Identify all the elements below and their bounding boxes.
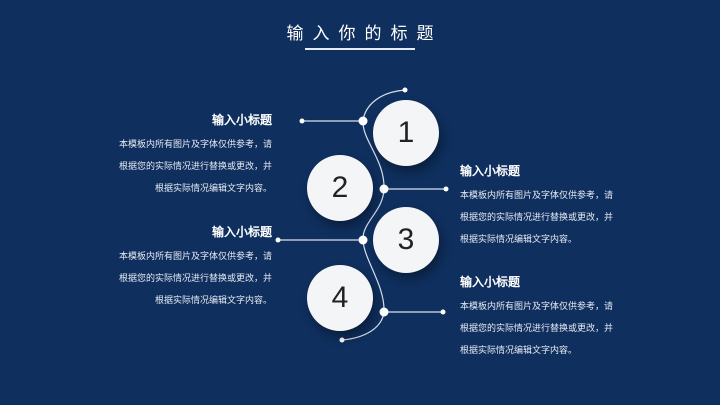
step-3-text: 输入小标题 本模板内所有图片及字体仅供参考，请 根据您的实际情况进行替换或更改，… [72,223,272,312]
step-2-line-2: 根据您的实际情况进行替换或更改，并 [460,213,614,223]
step-4-circle: 4 [307,265,373,331]
step-1-line-1: 本模板内所有图片及字体仅供参考，请 [118,140,272,150]
step-3-circle: 3 [373,207,439,273]
step-1-line-2: 根据您的实际情况进行替换或更改，并 [118,162,272,172]
step-4-heading: 输入小标题 [460,275,521,289]
step-2-heading: 输入小标题 [460,164,521,178]
step-4-text: 输入小标题 本模板内所有图片及字体仅供参考，请 根据您的实际情况进行替换或更改，… [460,273,660,362]
step-3-heading: 输入小标题 [211,225,272,239]
step-2-text: 输入小标题 本模板内所有图片及字体仅供参考，请 根据您的实际情况进行替换或更改，… [460,162,660,251]
title-underline [305,48,415,50]
step-2-circle: 2 [307,155,373,221]
step-4-line-2: 根据您的实际情况进行替换或更改，并 [460,324,614,334]
step-2-line-1: 本模板内所有图片及字体仅供参考，请 [460,191,614,201]
step-1-text: 输入小标题 本模板内所有图片及字体仅供参考，请 根据您的实际情况进行替换或更改，… [72,111,272,200]
step-3-line-1: 本模板内所有图片及字体仅供参考，请 [118,252,272,262]
step-2-line-3: 根据实际情况编辑文字内容。 [460,235,578,245]
step-1-circle: 1 [373,100,439,166]
step-4-line-3: 根据实际情况编辑文字内容。 [460,346,578,356]
step-3-line-3: 根据实际情况编辑文字内容。 [154,296,272,306]
step-3-line-2: 根据您的实际情况进行替换或更改，并 [118,274,272,284]
step-1-line-3: 根据实际情况编辑文字内容。 [154,184,272,194]
step-1-heading: 输入小标题 [211,113,272,127]
slide-title: 输入你的标题 [286,24,443,44]
step-4-line-1: 本模板内所有图片及字体仅供参考，请 [460,302,614,312]
